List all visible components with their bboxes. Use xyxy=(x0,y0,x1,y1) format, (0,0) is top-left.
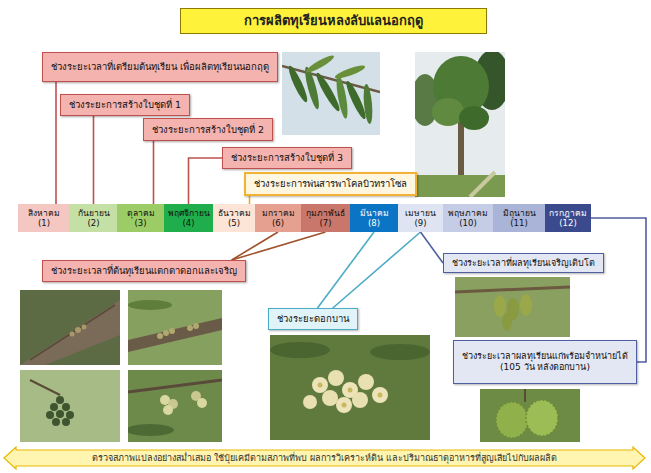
note-text: ตรวจสภาพแปลงอย่างสม่ำเสมอ ใช้ปุ๋ยเคมีตาม… xyxy=(92,453,557,464)
stage-text: ช่วงระยะเวลาที่ผลทุเรียนเจริญเติบโต xyxy=(452,258,595,269)
callout-box: ช่วงระยะเวลาที่เตรียมต้นทุเรียน เพื่อผลิ… xyxy=(42,52,278,82)
month-cell: พฤษภาคม(10) xyxy=(443,204,493,232)
callout-box: ช่วงระยะการสร้างใบชุดที่ 3 xyxy=(222,147,352,169)
month-text: ตุลาคม xyxy=(127,208,155,218)
month-text: (8) xyxy=(368,218,380,228)
month-text: (1) xyxy=(38,218,50,228)
month-text: (6) xyxy=(272,218,284,228)
month-text: พฤศจิกายน xyxy=(168,208,210,218)
month-text: มีนาคม xyxy=(360,208,389,218)
connector-line xyxy=(93,116,95,204)
flower-bud-photo xyxy=(20,370,120,442)
connector-line xyxy=(232,232,326,260)
month-text: (4) xyxy=(182,218,194,228)
month-text: (11) xyxy=(510,218,527,228)
month-text: กันยายน xyxy=(78,208,110,218)
stage-box: ช่วงระยะเวลาที่ต้นทุเรียนแตกตาดอกและเจริ… xyxy=(42,260,246,282)
month-cell: มกราคม(6) xyxy=(255,204,301,232)
month-text: มกราคม xyxy=(262,208,295,218)
callout-text: ช่วงระยะการสร้างใบชุดที่ 1 xyxy=(69,99,181,110)
blossom-photo xyxy=(270,335,430,440)
note-arrow-band: ตรวจสภาพแปลงอย่างสม่ำเสมอ ใช้ปุ๋ยเคมีตาม… xyxy=(3,446,646,470)
month-text: กุมภาพันธ์ xyxy=(306,208,345,218)
month-cell: กุมภาพันธ์(7) xyxy=(301,204,350,232)
month-text: สิงหาคม xyxy=(28,208,60,218)
month-text: (5) xyxy=(228,218,240,228)
callout-box: ช่วงระยะการสร้างใบชุดที่ 2 xyxy=(143,118,273,141)
month-text: (3) xyxy=(134,218,146,228)
month-text: (12) xyxy=(559,218,576,228)
connector-line xyxy=(153,141,155,204)
stage-box: ช่วงระยะเวลาที่ผลทุเรียนเจริญเติบโต xyxy=(443,253,604,273)
month-cell: เมษายน(9) xyxy=(398,204,443,232)
month-cell: มิถุนายน(11) xyxy=(493,204,545,232)
young-fruit-photo xyxy=(455,277,570,337)
spray-callout-box: ช่วงระยะการพ่นสารพาโคลบิวทราโซล xyxy=(244,172,417,196)
bud-photo xyxy=(20,290,120,365)
connector-line xyxy=(55,82,57,204)
month-cell: กันยายน(2) xyxy=(70,204,117,232)
month-text: ธันวาคม xyxy=(218,208,251,218)
month-text: มิถุนายน xyxy=(503,208,536,218)
callout-text: ช่วงระยะการพ่นสารพาโคลบิวทราโซล xyxy=(254,178,407,189)
connector-line xyxy=(232,232,278,260)
month-text: (10) xyxy=(459,218,476,228)
connector-line xyxy=(189,158,223,204)
callout-text: ช่วงระยะเวลาที่เตรียมต้นทุเรียน เพื่อผลิ… xyxy=(51,61,269,72)
month-cell: สิงหาคม(1) xyxy=(18,204,70,232)
month-cell: พฤศจิกายน(4) xyxy=(164,204,213,232)
month-text: (9) xyxy=(414,218,426,228)
month-cell: ธันวาคม(5) xyxy=(213,204,255,232)
month-text: พฤษภาคม xyxy=(448,208,488,218)
stage-box: ช่วงระยะดอกบาน xyxy=(268,308,358,330)
stage-text: ช่วงระยะเวลาผลทุเรียนแก่พร้อมจำหน่ายได้ xyxy=(462,351,628,362)
stage-text: ช่วงระยะดอกบาน xyxy=(277,313,349,324)
callout-text: ช่วงระยะการสร้างใบชุดที่ 2 xyxy=(152,124,264,135)
connector-line xyxy=(249,196,251,204)
stage-text: ช่วงระยะเวลาที่ต้นทุเรียนแตกตาดอกและเจริ… xyxy=(51,265,237,276)
month-cell: กรกฎาคม(12) xyxy=(545,204,591,232)
month-cell: มีนาคม(8) xyxy=(350,204,398,232)
connector-line xyxy=(421,232,444,263)
leaf-photo xyxy=(282,52,380,135)
bud-photo xyxy=(128,290,222,365)
callout-text: ช่วงระยะการสร้างใบชุดที่ 3 xyxy=(231,152,343,163)
stage-box: ช่วงระยะเวลาผลทุเรียนแก่พร้อมจำหน่ายได้(… xyxy=(453,340,637,384)
month-text: กรกฎาคม xyxy=(549,208,587,218)
month-text: (7) xyxy=(319,218,331,228)
month-text: เมษายน xyxy=(405,208,436,218)
month-cell: ตุลาคม(3) xyxy=(117,204,164,232)
flower-photo xyxy=(128,370,222,442)
tree-photo xyxy=(415,52,505,197)
title-text: การผลิตทุเรียนหลงลับแลนอกฤดู xyxy=(244,13,423,29)
month-text: (2) xyxy=(87,218,99,228)
title-box: การผลิตทุเรียนหลงลับแลนอกฤดู xyxy=(180,8,487,34)
mature-fruit-photo xyxy=(480,389,580,442)
callout-box: ช่วงระยะการสร้างใบชุดที่ 1 xyxy=(60,94,190,116)
connector-line xyxy=(333,232,421,308)
stage-text: (105 วัน หลังดอกบาน) xyxy=(500,362,590,373)
